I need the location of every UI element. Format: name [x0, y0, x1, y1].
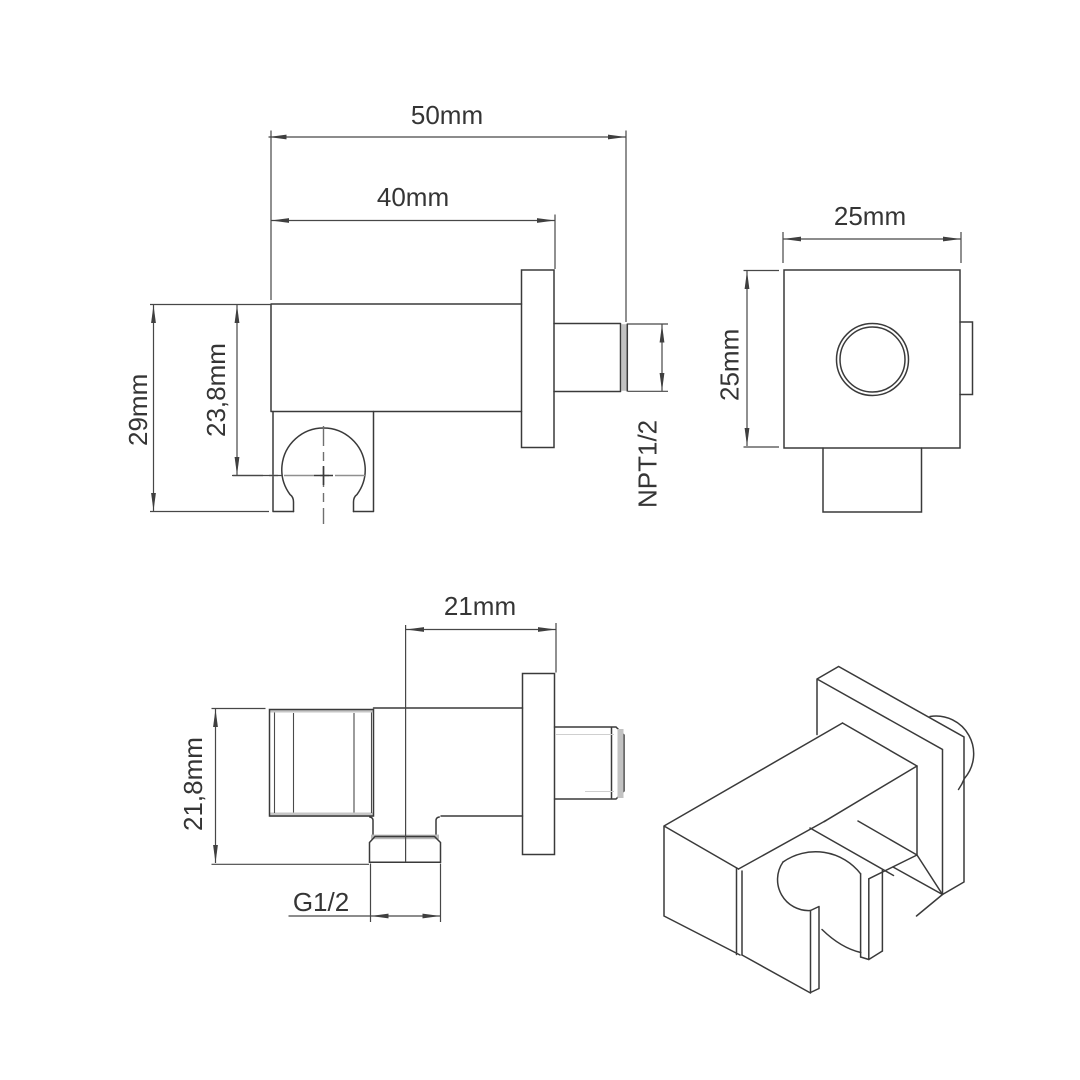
svg-text:21mm: 21mm	[444, 591, 516, 621]
svg-text:G1/2: G1/2	[293, 887, 349, 917]
svg-text:40mm: 40mm	[377, 182, 449, 212]
svg-text:29mm: 29mm	[123, 374, 153, 446]
svg-text:25mm: 25mm	[715, 329, 745, 401]
svg-text:50mm: 50mm	[411, 100, 483, 130]
svg-text:25mm: 25mm	[834, 201, 906, 231]
svg-text:21,8mm: 21,8mm	[178, 737, 208, 831]
svg-text:NPT1/2: NPT1/2	[633, 420, 663, 508]
svg-text:23,8mm: 23,8mm	[201, 343, 231, 437]
